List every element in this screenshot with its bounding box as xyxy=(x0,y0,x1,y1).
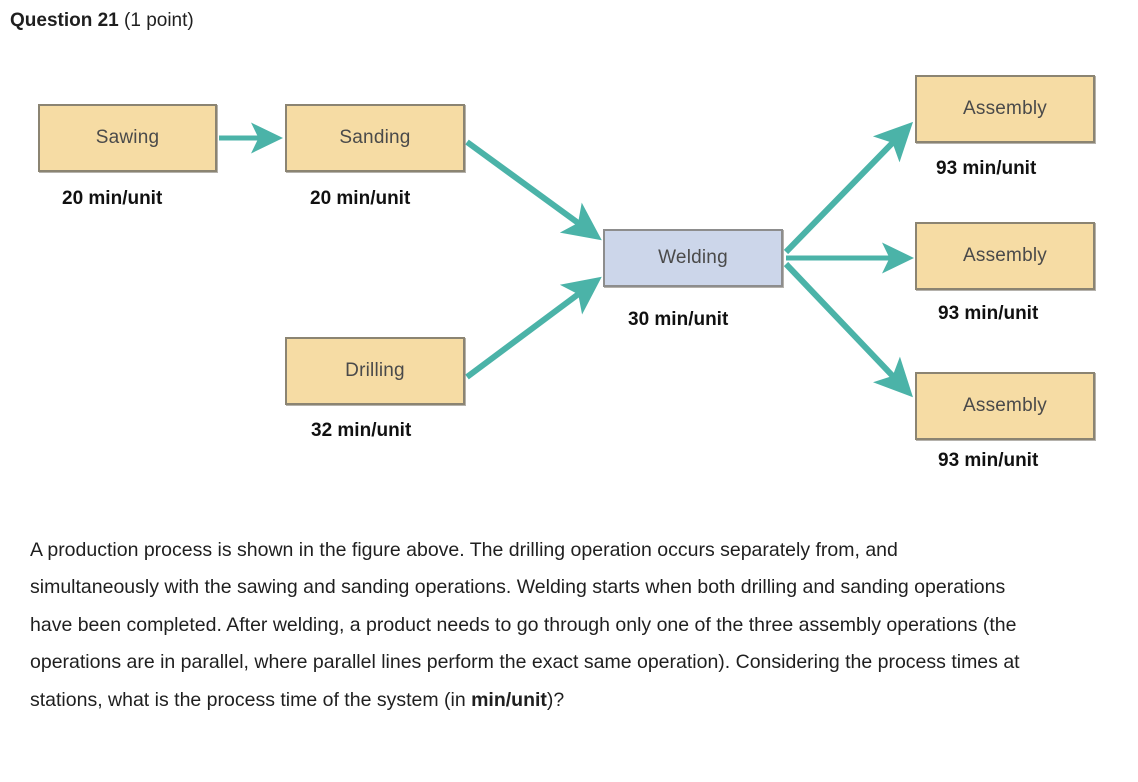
node-label: Assembly xyxy=(963,98,1047,119)
node-caption-sawing: 20 min/unit xyxy=(62,188,163,209)
diagram-arrows-layer xyxy=(219,121,915,398)
arrow-welding-to-assembly-1 xyxy=(783,121,914,255)
process-node-sanding: Sanding xyxy=(285,104,465,172)
arrow-welding-to-assembly-3 xyxy=(783,261,913,398)
arrow-drilling-to-welding xyxy=(465,276,602,380)
process-node-assembly-1: Assembly xyxy=(915,75,1095,143)
question-text-emphasis: min/unit xyxy=(471,688,547,711)
process-node-welding: Welding xyxy=(603,229,783,287)
node-label: Sawing xyxy=(95,127,160,148)
process-node-assembly-2: Assembly xyxy=(915,222,1095,290)
node-caption-sanding: 20 min/unit xyxy=(310,188,411,209)
node-label: Assembly xyxy=(963,395,1047,416)
node-caption-assembly-2: 93 min/unit xyxy=(938,303,1039,324)
question-text: A production process is shown in the fig… xyxy=(30,532,1030,720)
question-number: Question 21 xyxy=(10,10,119,31)
node-label: Sanding xyxy=(339,127,411,148)
question-text-tail: )? xyxy=(546,688,565,711)
node-caption-drilling: 32 min/unit xyxy=(311,420,412,441)
arrow-sanding-to-welding xyxy=(465,139,602,241)
node-caption-welding: 30 min/unit xyxy=(628,309,729,330)
node-caption-assembly-1: 93 min/unit xyxy=(936,158,1037,179)
node-caption-assembly-3: 93 min/unit xyxy=(938,450,1039,471)
process-node-assembly-3: Assembly xyxy=(915,372,1095,440)
process-flow-diagram: Sawing Sanding Drilling Welding Assembly… xyxy=(0,52,1138,492)
node-label: Assembly xyxy=(963,245,1047,266)
question-text-main: A production process is shown in the fig… xyxy=(30,538,1020,711)
node-label: Welding xyxy=(658,247,728,268)
process-node-sawing: Sawing xyxy=(38,104,217,172)
process-node-drilling: Drilling xyxy=(285,337,465,405)
page-title: Question 21 (1 point) xyxy=(10,8,194,34)
question-points: (1 point) xyxy=(124,10,194,31)
node-label: Drilling xyxy=(345,360,405,381)
